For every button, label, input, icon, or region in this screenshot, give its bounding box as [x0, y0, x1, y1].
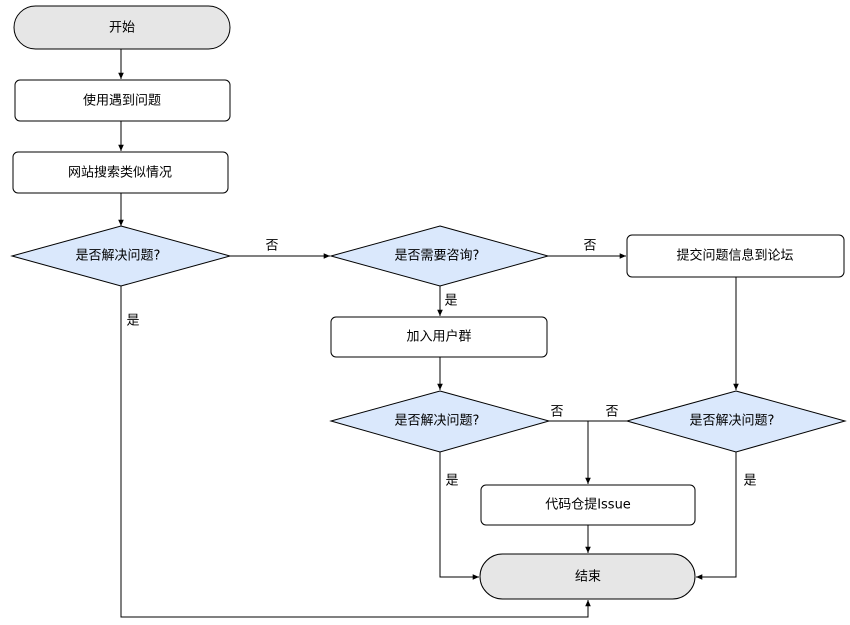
node-issue: 代码仓提Issue — [480, 484, 696, 526]
edge-label-solved3-no: 否 — [605, 405, 618, 420]
edge-labels: 否 否 是 是 否 否 是 是 — [126, 239, 756, 489]
node-forum: 提交问题信息到论坛 — [626, 234, 845, 278]
node-end: 结束 — [479, 553, 696, 600]
edge-solved1-end — [120, 286, 591, 618]
node-solved2: 是否解决问题? — [329, 390, 551, 453]
node-consult-label: 是否需要咨询? — [395, 249, 480, 264]
node-join-group: 加入用户群 — [330, 316, 548, 358]
edge-label-solved2-yes: 是 — [445, 474, 458, 489]
node-encounter: 使用遇到问题 — [14, 79, 231, 122]
edge-label-solved3-yes: 是 — [743, 474, 756, 489]
node-solved3-label: 是否解决问题? — [690, 414, 775, 429]
node-search-label: 网站搜索类似情况 — [68, 166, 172, 181]
node-solved3: 是否解决问题? — [625, 390, 847, 453]
node-solved2-label: 是否解决问题? — [395, 414, 480, 429]
node-join-group-label: 加入用户群 — [406, 329, 471, 345]
edge-solved3-end — [696, 452, 737, 580]
node-search: 网站搜索类似情况 — [12, 151, 229, 194]
node-start-label: 开始 — [109, 21, 135, 36]
node-consult: 是否需要咨询? — [329, 225, 550, 287]
edge-solved2-issue — [549, 420, 591, 484]
node-end-label: 结束 — [575, 570, 601, 585]
edges — [118, 49, 739, 618]
node-encounter-label: 使用遇到问题 — [83, 93, 161, 109]
node-solved1-label: 是否解决问题? — [76, 249, 161, 264]
edge-label-consult-yes: 是 — [444, 294, 457, 309]
node-issue-label: 代码仓提Issue — [545, 497, 631, 513]
edge-label-solved1-no: 否 — [265, 239, 278, 254]
node-start: 开始 — [13, 5, 231, 50]
node-solved1: 是否解决问题? — [10, 225, 232, 287]
edge-label-solved2-no: 否 — [550, 405, 563, 420]
edge-label-consult-no: 否 — [583, 239, 596, 254]
node-forum-label: 提交问题信息到论坛 — [676, 248, 793, 264]
edge-solved2-end — [439, 452, 479, 580]
edge-label-solved1-yes: 是 — [126, 314, 139, 329]
